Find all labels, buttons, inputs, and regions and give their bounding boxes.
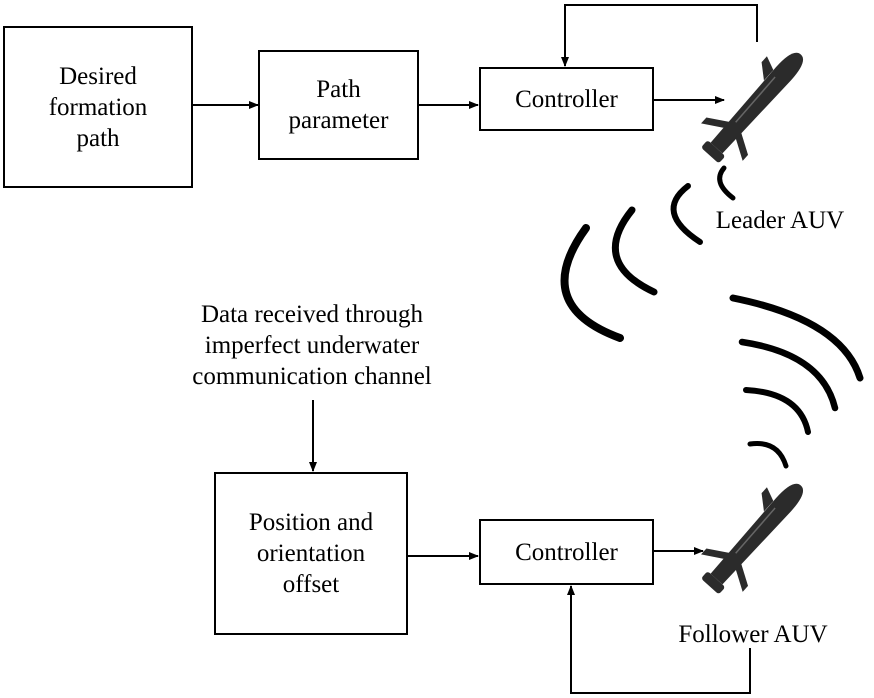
desired-path-line-1: Desired [59, 62, 137, 90]
offset-line-2: orientation [256, 540, 366, 567]
follower-controller-box: Controller [479, 519, 654, 585]
path-parameter-box: Path parameter [258, 50, 419, 160]
follower-signal-waves [729, 294, 864, 469]
data-received-line-1: Data received through [200, 301, 424, 328]
leader-auv-icon [688, 34, 823, 175]
path-parameter-line-1: Path [316, 76, 361, 103]
desired-formation-path-box: Desired formation path [3, 26, 193, 188]
data-received-line-2: imperfect underwater [204, 332, 420, 359]
leader-controller-label: Controller [515, 85, 618, 113]
desired-path-line-2: formation [48, 93, 148, 121]
offset-line-1: Position and [248, 509, 374, 536]
leader-controller-box: Controller [479, 67, 654, 131]
follower-auv-icon [688, 465, 823, 606]
leader-feedback-loop [561, 4, 758, 67]
follower-auv-label: Follower AUV [678, 621, 828, 648]
data-received-line-3: communication channel [192, 363, 432, 390]
follower-controller-label: Controller [515, 538, 618, 566]
leader-signal-waves [560, 165, 736, 342]
position-orientation-offset-box: Position and orientation offset [214, 472, 408, 635]
data-received-label: Data received through imperfect underwat… [130, 299, 494, 392]
desired-path-line-3: path [76, 124, 120, 152]
offset-line-3: offset [282, 571, 340, 598]
path-parameter-line-2: parameter [288, 107, 389, 134]
follower-feedback-loop [567, 585, 751, 694]
leader-auv-label: Leader AUV [715, 207, 845, 234]
